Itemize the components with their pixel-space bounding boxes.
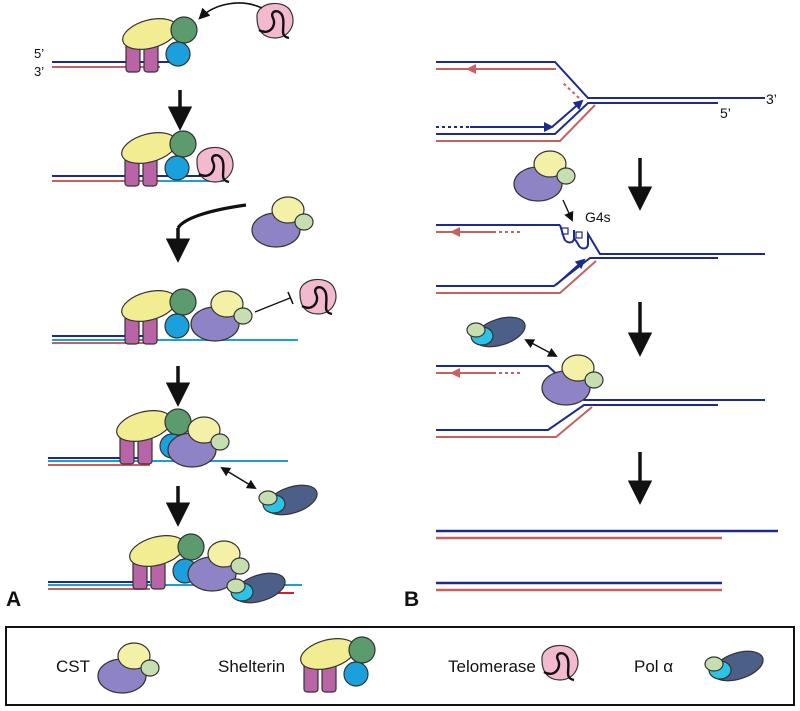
panel-a-letter: A <box>6 588 21 611</box>
a-step1-recruit-arrow <box>198 2 263 20</box>
a-inhibit-line <box>254 297 291 313</box>
a-step1-telomerase-icon <box>255 2 295 40</box>
legend-telomerase-icon <box>540 644 580 682</box>
a-step3-shelterin-icon <box>117 284 197 345</box>
a-step4-pol-alpha-icon <box>258 479 322 521</box>
a-three-prime-label: 3’ <box>34 64 44 79</box>
a-five-prime-label: 5’ <box>34 46 44 61</box>
b-three-prime-label: 3’ <box>766 91 777 107</box>
panel-a: 5’ 3’ <box>6 2 338 611</box>
legend: CST Shelterin Telomerase Pol α <box>5 626 795 706</box>
legend-pol-alpha-label: Pol α <box>634 657 673 676</box>
legend-telomerase-label: Telomerase <box>448 657 536 676</box>
b-g4s-label: G4s <box>585 209 611 225</box>
b-final-duplex-2 <box>436 581 722 592</box>
a-step3-telomerase-icon <box>298 278 338 316</box>
b-fork2 <box>436 224 765 294</box>
b-fork1 <box>436 61 765 142</box>
a-step4-duplex <box>48 457 288 466</box>
b-fork2-cst-icon <box>513 150 576 202</box>
b-final-duplex-1 <box>436 529 778 540</box>
a-step1-duplex <box>52 61 185 68</box>
legend-cst-label: CST <box>56 657 90 676</box>
a-step2-telomerase-icon <box>195 146 235 184</box>
a-step1-shelterin-icon <box>118 12 198 73</box>
a-step2-cst-icon <box>251 196 314 248</box>
a-double-arrow <box>220 466 257 490</box>
panel-b: 3’ 5’ G4s <box>404 61 778 611</box>
a-step3-cst-icon <box>190 290 253 342</box>
b-double-arrow <box>524 339 558 357</box>
panel-b-letter: B <box>404 588 419 611</box>
b-fork3-cst-icon <box>541 354 604 406</box>
b-five-prime-label: 5’ <box>720 105 731 121</box>
a-step2-shelterin-icon <box>117 126 197 187</box>
b-recruit-arrow <box>562 199 574 222</box>
a-inhibit-bar <box>287 291 294 305</box>
a-curve-arrow <box>176 203 247 229</box>
legend-shelterin-label: Shelterin <box>218 657 285 676</box>
b-fork3-pol-alpha-icon <box>466 311 530 353</box>
